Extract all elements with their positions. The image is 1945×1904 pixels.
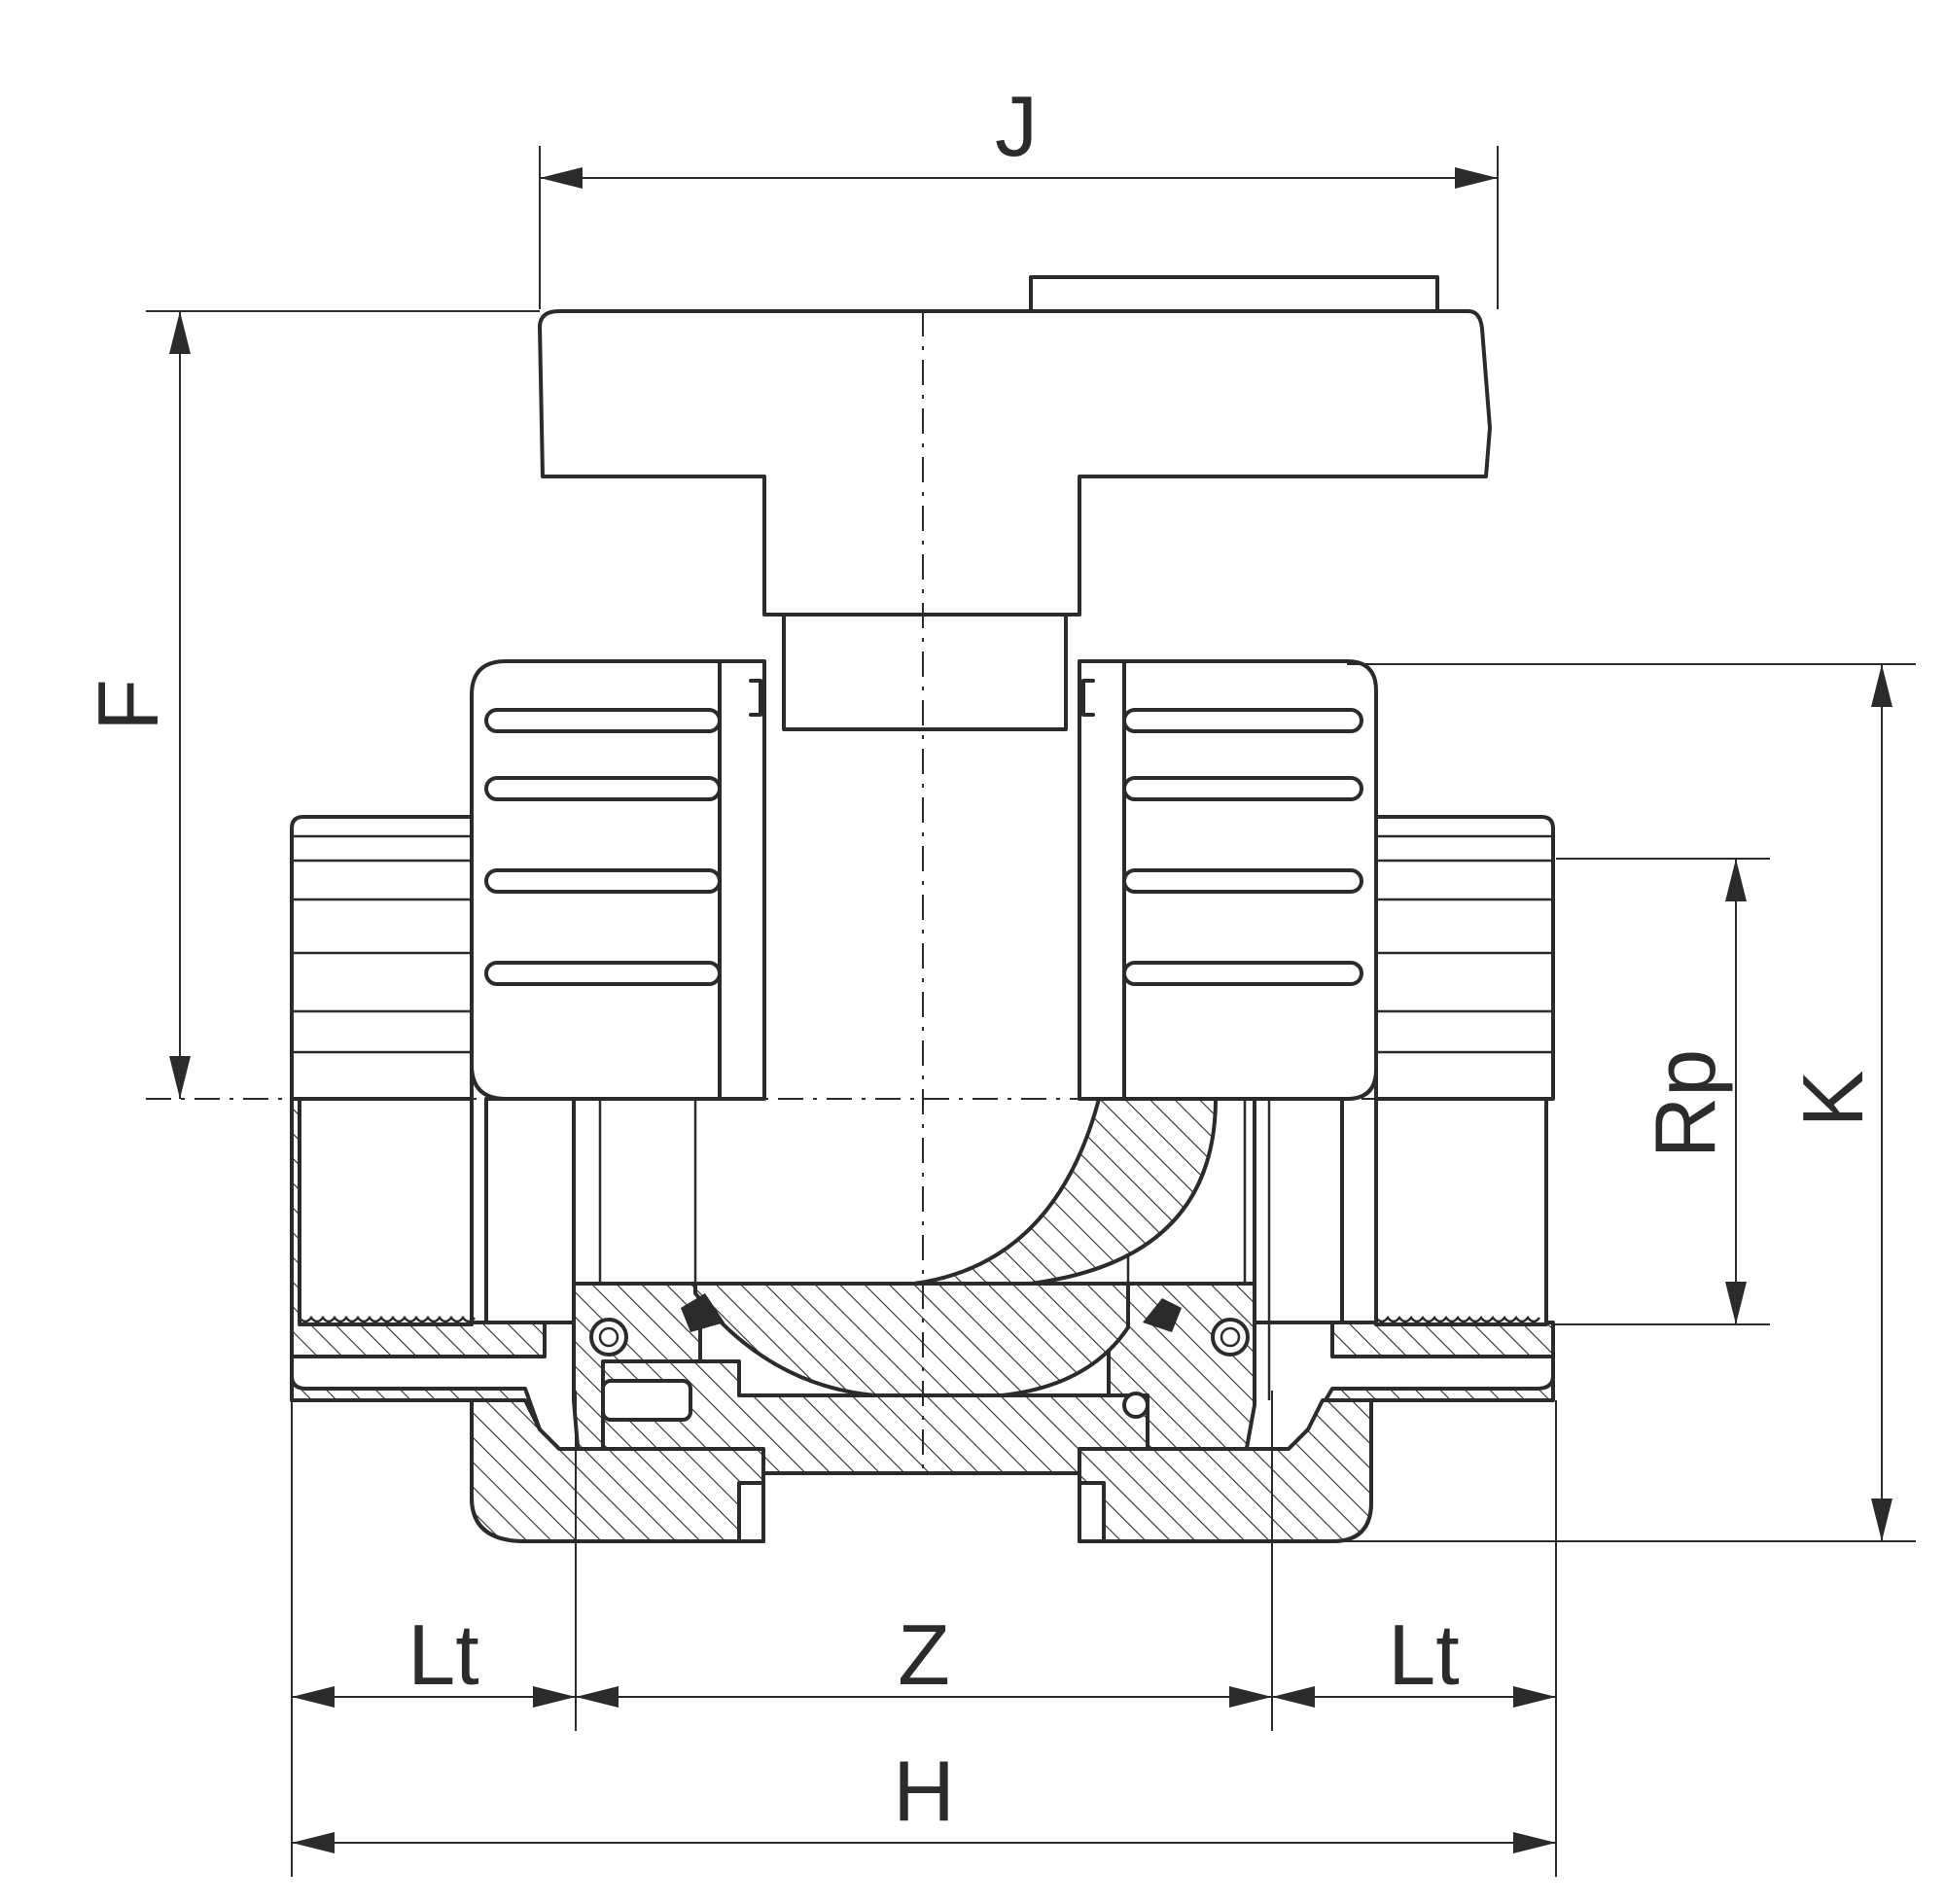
dimension-Rp: Rp (1553, 858, 1770, 1325)
left-thread (299, 1315, 476, 1323)
label-Lt-right: Lt (1388, 1606, 1459, 1703)
right-end-connector-upper (1374, 815, 1555, 1101)
right-connector-section (1330, 1321, 1555, 1358)
label-Rp: Rp (1637, 1049, 1733, 1159)
handle-top-rib (1029, 275, 1439, 313)
dimension-J: J (539, 78, 1499, 309)
label-Z: Z (898, 1606, 950, 1703)
grip-rib (484, 776, 722, 801)
right-union-nut (1078, 659, 1378, 1101)
grip-rib (484, 868, 722, 894)
label-J: J (995, 78, 1038, 174)
grip-rib (484, 961, 722, 986)
seat-gasket-left (681, 1293, 725, 1332)
o-ring-left (589, 1318, 628, 1357)
grip-rib (1122, 961, 1363, 986)
dimension-K: K (1318, 663, 1916, 1542)
seat-gasket-right (1143, 1298, 1182, 1332)
handle (538, 275, 1492, 731)
o-ring-right (1211, 1318, 1250, 1357)
label-K: K (1785, 1071, 1881, 1128)
grip-rib (1122, 868, 1363, 894)
right-thread (1375, 1315, 1540, 1323)
o-ring-stem (1122, 1392, 1149, 1419)
lower-section-view (290, 1097, 1555, 1543)
dimension-H: H (292, 1743, 1556, 1853)
ball-section (693, 1282, 1130, 1397)
left-nut-section (470, 1398, 765, 1543)
grip-rib (484, 708, 722, 733)
left-end-connector-upper (290, 815, 474, 1101)
handle-lever (538, 309, 1492, 617)
grip-rib (1122, 708, 1363, 733)
dimension-Lt-Z-Lt: Lt Z Lt (291, 1391, 1557, 1877)
right-nut-section (1078, 1398, 1373, 1543)
label-H: H (893, 1743, 955, 1839)
left-union-nut (470, 659, 766, 1101)
dimension-F: F (80, 310, 540, 1099)
label-Lt-left: Lt (407, 1606, 478, 1703)
stem (782, 613, 1068, 731)
ball-bore-curve (912, 1097, 1218, 1286)
label-F: F (80, 679, 176, 731)
grip-rib (1122, 776, 1363, 801)
